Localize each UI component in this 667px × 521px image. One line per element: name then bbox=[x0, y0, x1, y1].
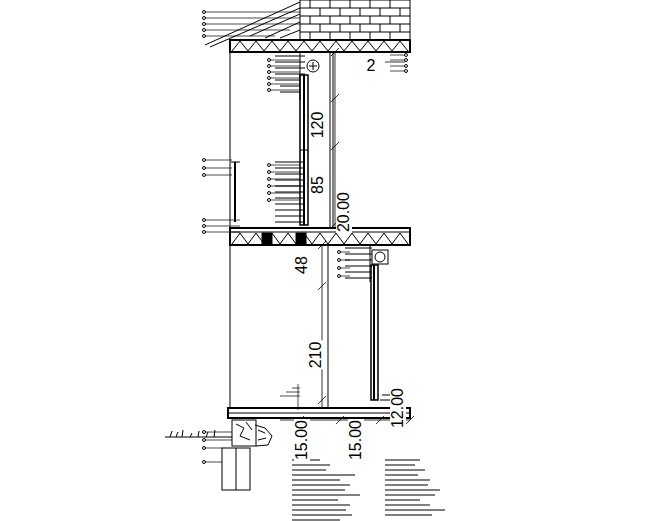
dimension-label: 2 bbox=[366, 58, 377, 74]
leader-lines bbox=[205, 12, 405, 462]
dimension-label: 48 bbox=[294, 255, 310, 275]
dimension-label: 210 bbox=[308, 341, 324, 370]
dimension-lines bbox=[280, 48, 414, 424]
dimension-label: 12.00 bbox=[390, 387, 406, 429]
note-lines bbox=[292, 460, 445, 520]
foundation bbox=[165, 395, 410, 490]
louvres bbox=[275, 52, 388, 282]
dimension-label: 85 bbox=[310, 175, 326, 195]
dimension-label: 15.00 bbox=[294, 419, 310, 461]
walls bbox=[230, 52, 378, 408]
leader-dots bbox=[203, 11, 408, 464]
middle-slab bbox=[230, 228, 410, 245]
upper-slab bbox=[230, 40, 410, 52]
dimension-label: 120 bbox=[310, 111, 326, 140]
dimension-label: 15.00 bbox=[348, 419, 364, 461]
dimension-label: 20.00 bbox=[336, 191, 352, 233]
balcony-railing bbox=[231, 162, 240, 222]
